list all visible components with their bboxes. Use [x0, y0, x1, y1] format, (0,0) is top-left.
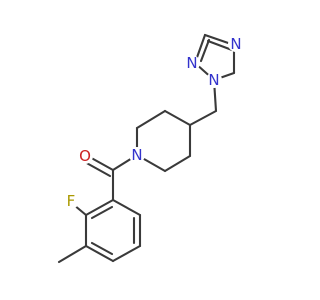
bond-triazole-n2-c5-double	[199, 38, 211, 63]
molecule-structure: N N N N O F	[57, 33, 244, 264]
atom-n-piperidine-label: N	[131, 146, 142, 164]
atom-n-triazole-1: N	[206, 71, 222, 89]
atom-n-triazole-2-label: N	[186, 54, 197, 72]
bond-ar-c3-c4-inner	[90, 241, 114, 256]
bond-ar-c3-c4	[84, 244, 115, 263]
atom-o-carbonyl: O	[77, 147, 93, 165]
bond-ch2-c4	[188, 109, 218, 127]
bond-ar-c4-c5	[111, 244, 142, 263]
bond-ar-c1-c2-inner	[90, 205, 114, 220]
bond-triazole-c5-n4-double	[206, 39, 234, 52]
atom-f-fluoro-label: F	[67, 192, 76, 210]
atom-n-triazole-3: N	[228, 35, 244, 53]
atom-f-fluoro: F	[63, 192, 79, 210]
bond-pip-c3-c2	[135, 109, 167, 130]
bond-pip-c6-c5	[163, 154, 192, 173]
atom-n-triazole-3-label: N	[230, 35, 241, 53]
atom-labels: N N N N O F	[63, 35, 244, 210]
atom-n-piperidine: N	[129, 146, 145, 164]
atom-o-carbonyl-label: O	[79, 147, 91, 165]
bond-pip-c4-c3	[163, 109, 192, 127]
bond-ar-c3-methyl	[57, 244, 88, 264]
bond-ar-c1-c2	[84, 198, 115, 217]
atom-n-triazole-1-label: N	[208, 71, 219, 89]
bond-ar-c6-c1	[111, 198, 142, 217]
atom-n-triazole-2: N	[184, 54, 200, 72]
